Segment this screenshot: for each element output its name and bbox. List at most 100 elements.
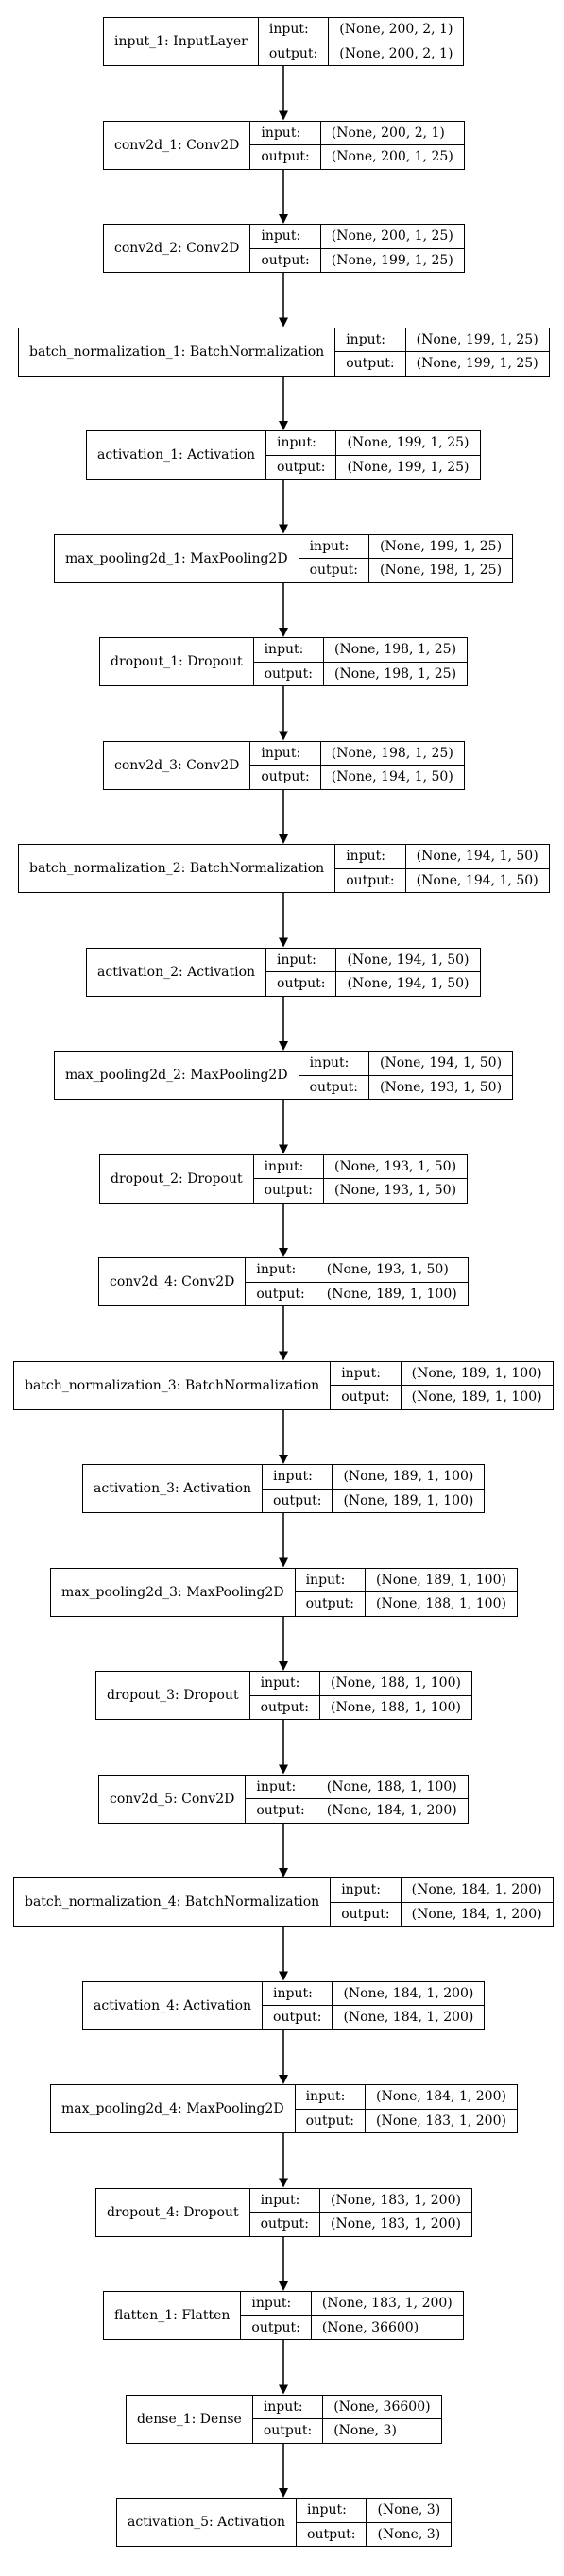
input-shape: (None, 194, 1, 50): [405, 845, 549, 869]
output-label: output:: [277, 976, 326, 992]
output-shape: (None, 184, 1, 200): [411, 1906, 542, 1922]
io-labels: input:output:: [331, 1878, 402, 1926]
arrow-head-icon: [279, 110, 288, 121]
io-labels: input:output:: [266, 431, 337, 479]
io-labels: input: output:: [331, 1361, 402, 1409]
layer-name: dropout_3: Dropout: [96, 1672, 250, 1719]
layer-name: activation_1: Activation: [87, 431, 267, 479]
input-shape: (None, 188, 1, 100): [319, 1672, 471, 1696]
output-label: output:: [277, 459, 326, 475]
output-label: output:: [341, 1389, 390, 1406]
io-values: (None, 199, 1, 25)(None, 199, 1, 25): [405, 328, 549, 376]
io-labels: input:output:: [246, 1258, 316, 1305]
io-values: (None, 194, 1, 50)(None, 194, 1, 50): [336, 949, 480, 996]
io-labels: input:output:: [335, 328, 406, 376]
arrow-head-icon: [279, 2075, 288, 2084]
output-shape: (None, 193, 1, 50): [379, 1079, 503, 1095]
layer-name: dropout_1: Dropout: [100, 638, 254, 685]
io-labels: input:output:: [253, 638, 324, 685]
arrow-head-icon: [279, 2384, 288, 2395]
layer-name: input_1: InputLayer: [104, 18, 259, 65]
io-values: (None, 183, 1, 200)(None, 36600): [311, 2292, 463, 2339]
input-label: input:: [297, 2499, 367, 2523]
input-label: input:: [249, 1672, 319, 1696]
input-label: input:: [253, 1155, 323, 1179]
input-shape: (None, 183, 1, 200): [311, 2292, 463, 2316]
io-values: (None, 200, 2, 1) (None, 200, 1, 25): [320, 122, 464, 169]
io-labels: input:output:: [252, 2395, 324, 2443]
input-shape: (None, 199, 1, 25): [405, 328, 549, 352]
output-shape: (None, 193, 1, 50): [333, 1183, 457, 1199]
input-shape: (None, 200, 2, 1): [320, 122, 464, 145]
layer-name: max_pooling2d_1: MaxPooling2D: [55, 534, 299, 582]
layer-name: conv2d_4: Conv2D: [99, 1258, 247, 1305]
input-label: input:: [331, 1362, 401, 1386]
io-labels: input: output:: [297, 2499, 367, 2546]
io-labels: input:output:: [253, 1154, 324, 1203]
io-labels: input:output:: [250, 121, 321, 169]
io-labels: input: output:: [241, 2292, 312, 2339]
io-labels: input:output:: [249, 1672, 320, 1719]
io-labels: input:output:: [299, 534, 369, 582]
output-shape: (None, 194, 1, 50): [416, 872, 538, 888]
arrow-head-icon: [279, 937, 288, 948]
output-shape: (None, 188, 1, 100): [330, 1699, 461, 1715]
output-shape: (None, 189, 1, 100): [326, 1286, 457, 1302]
io-values: (None, 193, 1, 50) (None, 189, 1, 100): [316, 1258, 468, 1305]
layer-node: batch_normalization_2: BatchNormalizatio…: [18, 844, 550, 893]
arrow-head-icon: [279, 1144, 288, 1154]
input-shape: (None, 193, 1, 50): [323, 1155, 468, 1179]
input-shape: (None, 198, 1, 25): [323, 638, 468, 663]
layer-name: activation_4: Activation: [83, 1981, 264, 2029]
input-label: input:: [253, 638, 323, 663]
output-label: output:: [263, 2423, 313, 2439]
layer-name: batch_normalization_4: BatchNormalizatio…: [14, 1878, 332, 1926]
output-label: output:: [309, 1079, 358, 1095]
input-label: input:: [241, 2292, 311, 2316]
output-label: output:: [261, 252, 310, 268]
input-shape: (None, 189, 1, 100): [401, 1362, 553, 1386]
output-label: output:: [251, 2319, 300, 2335]
input-label: input:: [263, 1465, 333, 1490]
arrow-head-icon: [279, 1868, 288, 1877]
arrow-head-icon: [279, 2488, 288, 2498]
io-values: (None, 188, 1, 100)(None, 184, 1, 200): [316, 1776, 468, 1823]
output-shape: (None, 199, 1, 25): [331, 252, 453, 268]
output-label: output:: [260, 2216, 309, 2232]
output-label: output:: [307, 2526, 356, 2542]
io-values: (None, 184, 1, 200)(None, 183, 1, 200): [365, 2085, 517, 2132]
arrow-head-icon: [279, 214, 288, 224]
input-shape: (None, 194, 1, 50): [336, 949, 480, 972]
output-label: output:: [261, 149, 310, 165]
io-values: (None, 184, 1, 200)(None, 184, 1, 200): [401, 1878, 553, 1926]
io-values: (None, 193, 1, 50) (None, 193, 1, 50): [323, 1155, 468, 1203]
arrow-head-icon: [279, 2178, 288, 2188]
arrow-head-icon: [279, 1764, 288, 1775]
io-values: (None, 3)(None, 3): [367, 2499, 452, 2546]
arrow-head-icon: [279, 317, 288, 328]
layer-name: conv2d_2: Conv2D: [104, 225, 251, 272]
io-labels: input:output:: [250, 741, 321, 789]
layer-name: activation_5: Activation: [117, 2499, 298, 2546]
input-label: input:: [258, 18, 329, 42]
input-shape: (None, 193, 1, 50): [316, 1258, 468, 1283]
io-values: (None, 199, 1, 25)(None, 199, 1, 25): [336, 431, 480, 479]
input-shape: (None, 3): [367, 2499, 452, 2523]
output-shape: (None, 200, 1, 25): [331, 149, 453, 165]
output-label: output:: [346, 872, 395, 888]
layer-name: dropout_4: Dropout: [96, 2188, 250, 2236]
layer-name: dense_1: Dense: [127, 2395, 253, 2443]
io-values: (None, 188, 1, 100) (None, 188, 1, 100): [319, 1672, 471, 1719]
output-shape: (None, 199, 1, 25): [347, 459, 470, 475]
output-label: output:: [346, 356, 395, 372]
arrow-head-icon: [279, 1041, 288, 1051]
arrow-head-icon: [279, 834, 288, 844]
output-shape: (None, 183, 1, 200): [330, 2216, 461, 2232]
input-shape: (None, 198, 1, 25): [320, 742, 464, 766]
input-shape: (None, 184, 1, 200): [365, 2085, 517, 2110]
